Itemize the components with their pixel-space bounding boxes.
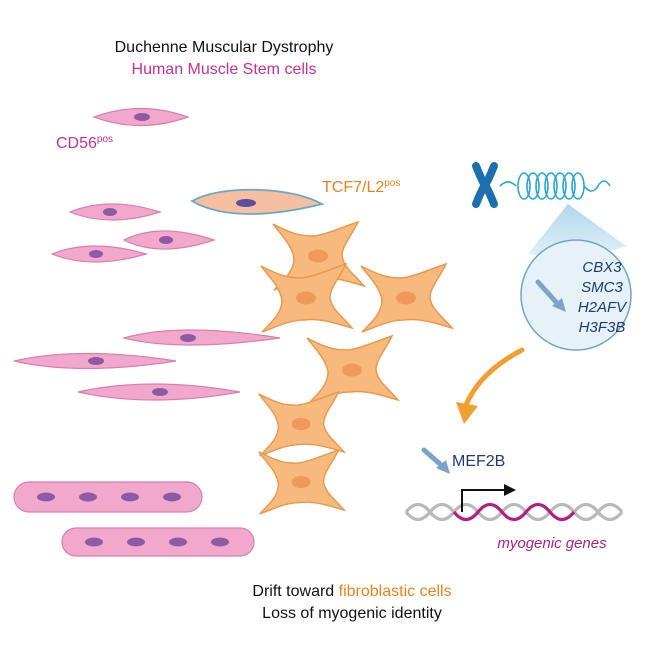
mef2b-label: MEF2B [452, 453, 505, 470]
gene-item: H2AFV [578, 299, 628, 316]
footer-highlight: fibroblastic cells [339, 583, 452, 600]
spindle-cell [92, 107, 190, 127]
spindle-cell [50, 245, 149, 263]
transcription-start-arrow-icon [461, 484, 516, 512]
gene-circle [520, 239, 632, 351]
spindle-cell [77, 383, 241, 401]
myotube [61, 527, 255, 557]
fibroblast-cell [257, 391, 345, 457]
myotubes [13, 481, 255, 557]
cd56-label: CD56pos [56, 134, 113, 152]
tcf-label-sup: pos [384, 178, 400, 189]
myogenic-genes-label: myogenic genes [497, 535, 607, 552]
tcf-label: TCF7/L2pos [322, 178, 400, 196]
spindle-cell [121, 329, 281, 346]
myotube [13, 481, 203, 513]
fibroblastic-cells [257, 221, 453, 515]
spindle-cell [122, 230, 216, 250]
pink-spindle-cells [13, 107, 325, 401]
chromatin-coil-icon [499, 172, 611, 200]
curved-arrow-icon [456, 347, 525, 424]
dna-helix-icon [404, 502, 624, 522]
footer-prefix: Drift toward [252, 583, 338, 600]
fibroblast-cell [306, 335, 399, 405]
chromosome-icon [472, 162, 498, 208]
cd56-label-sup: pos [97, 134, 113, 145]
header-title: Duchenne Muscular Dystrophy [115, 39, 334, 56]
fibroblast-cell [360, 263, 453, 333]
header-subtitle: Human Muscle Stem cells [132, 61, 317, 78]
spindle-cell [68, 203, 162, 221]
spindle-cell [13, 352, 177, 370]
mef2b-down-arrow-icon [421, 447, 450, 474]
zoom-wedge [528, 204, 626, 257]
footer-line1: Drift toward fibroblastic cells [252, 583, 451, 600]
tcf-label-base: TCF7/L2 [322, 179, 384, 196]
down-arrow-icon [535, 279, 566, 312]
cd56-label-base: CD56 [56, 135, 97, 152]
fibroblast-cell [257, 449, 345, 515]
gene-item: CBX3 [582, 259, 622, 276]
gene-item: SMC3 [581, 279, 623, 296]
footer-line2: Loss of myogenic identity [262, 605, 442, 622]
gene-item: H3F3B [579, 319, 626, 336]
transitional-cell [190, 188, 325, 215]
